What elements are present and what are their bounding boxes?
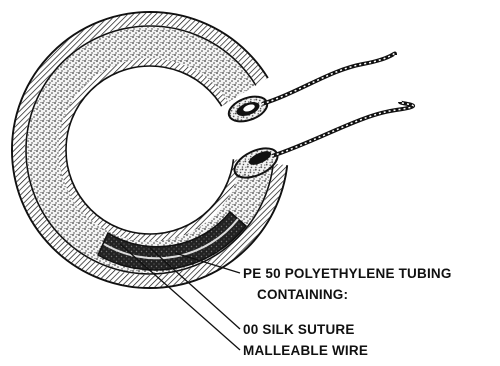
label-malleable-wire: MALLEABLE WIRE [243,343,368,359]
label-tubing: PE 50 POLYETHYLENE TUBING [243,266,452,282]
label-containing: CONTAINING: [257,287,348,303]
label-silk-suture: 00 SILK SUTURE [243,322,355,338]
inner-wire-band [62,62,238,238]
suture-lower [272,102,413,156]
suture-upper [262,53,395,104]
